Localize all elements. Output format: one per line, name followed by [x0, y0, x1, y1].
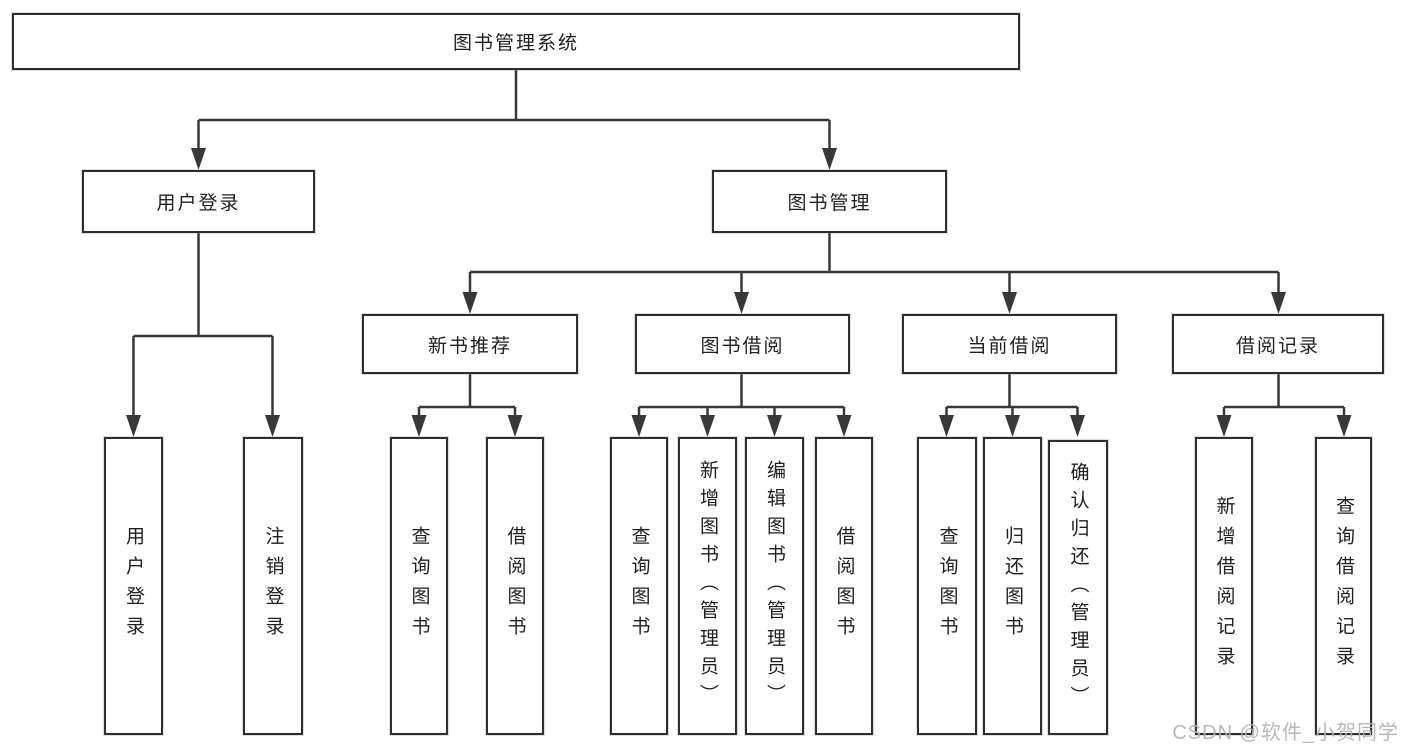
- leaf-borrow-books: 借阅图书: [815, 437, 873, 735]
- node-user-login: 用户登录: [82, 170, 315, 233]
- leaf-query-books-recommend-label: 查询图书: [408, 526, 430, 646]
- leaf-query-borrow-record-label: 查询借阅记录: [1333, 496, 1354, 676]
- leaf-query-books-borrow: 查询图书: [610, 437, 668, 735]
- leaf-query-books-current-label: 查询图书: [936, 526, 958, 646]
- leaf-query-books-current: 查询图书: [917, 437, 977, 735]
- node-new-book-recommend: 新书推荐: [362, 314, 578, 374]
- csdn-watermark: CSDN @软件_小贺同学: [1172, 722, 1399, 744]
- node-current-borrow: 当前借阅: [902, 314, 1117, 374]
- leaf-add-books-admin: 新增图书（管理员）: [678, 437, 737, 735]
- node-root: 图书管理系统: [12, 13, 1020, 70]
- leaf-query-books-borrow-label: 查询图书: [628, 526, 650, 646]
- leaf-user-login-label: 用户登录: [123, 526, 144, 646]
- arrowheads: [126, 148, 1352, 437]
- leaf-borrow-books-label: 借阅图书: [833, 526, 855, 646]
- leaf-add-books-admin-label: 新增图书（管理员）: [697, 460, 718, 712]
- leaf-confirm-return-admin: 确认归还（管理员）: [1048, 440, 1108, 735]
- leaf-user-login: 用户登录: [104, 437, 163, 735]
- node-book-management: 图书管理: [712, 170, 947, 233]
- leaf-borrow-books-recommend-label: 借阅图书: [504, 526, 526, 646]
- leaf-confirm-return-admin-label: 确认归还（管理员）: [1067, 461, 1089, 714]
- leaf-borrow-books-recommend: 借阅图书: [486, 437, 544, 735]
- node-book-borrow: 图书借阅: [635, 314, 850, 374]
- leaf-query-borrow-record: 查询借阅记录: [1315, 437, 1372, 735]
- leaf-add-borrow-record: 新增借阅记录: [1195, 437, 1253, 735]
- leaf-edit-books-admin-label: 编辑图书（管理员）: [764, 460, 785, 712]
- leaf-return-books-label: 归还图书: [1002, 526, 1023, 646]
- leaf-add-borrow-record-label: 新增借阅记录: [1213, 496, 1235, 676]
- leaf-query-books-recommend: 查询图书: [390, 437, 448, 735]
- leaf-return-books: 归还图书: [983, 437, 1042, 735]
- node-borrow-records: 借阅记录: [1172, 314, 1384, 374]
- leaf-edit-books-admin: 编辑图书（管理员）: [745, 437, 804, 735]
- leaf-logout: 注销登录: [243, 437, 303, 735]
- leaf-logout-label: 注销登录: [262, 526, 284, 646]
